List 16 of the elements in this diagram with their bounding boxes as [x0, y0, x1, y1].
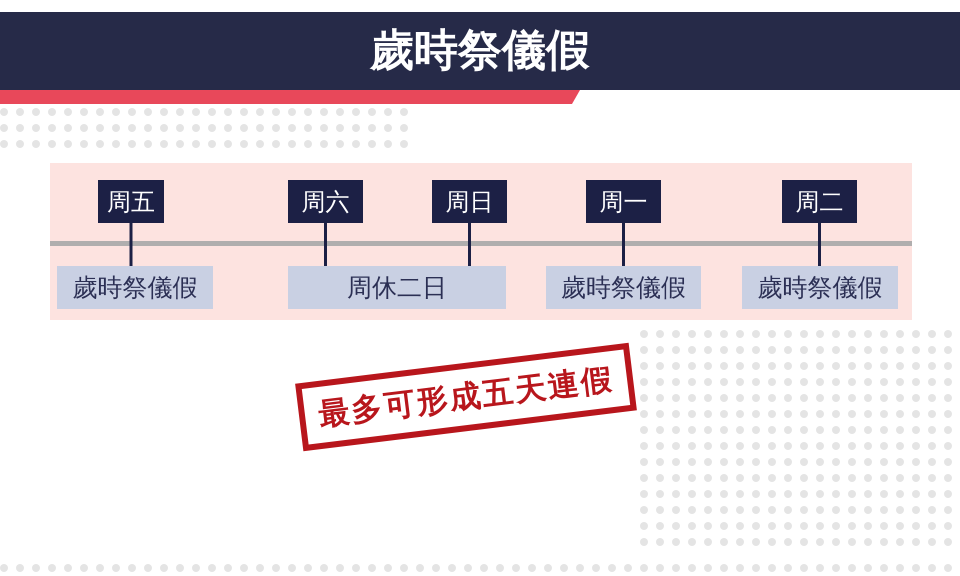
- weekday-tag: 周日: [432, 180, 507, 223]
- title-heading: 歲時祭儀假: [368, 24, 591, 78]
- connector-line: [622, 223, 625, 266]
- holiday-box: 周休二日: [288, 266, 506, 309]
- weekday-tag: 周一: [586, 180, 661, 223]
- holiday-box: 歲時祭儀假: [546, 266, 701, 309]
- holiday-box: 歲時祭儀假: [742, 266, 898, 309]
- connector-line: [818, 223, 821, 266]
- stamp-box: 最多可形成五天連假: [295, 342, 637, 452]
- holiday-box: 歲時祭儀假: [57, 266, 213, 309]
- weekday-tag: 周二: [782, 180, 857, 223]
- connector-line: [324, 223, 327, 266]
- weekday-tag: 周五: [98, 180, 164, 223]
- connector-line: [130, 223, 132, 266]
- weekday-tag: 周六: [288, 180, 363, 223]
- connector-line: [468, 223, 471, 266]
